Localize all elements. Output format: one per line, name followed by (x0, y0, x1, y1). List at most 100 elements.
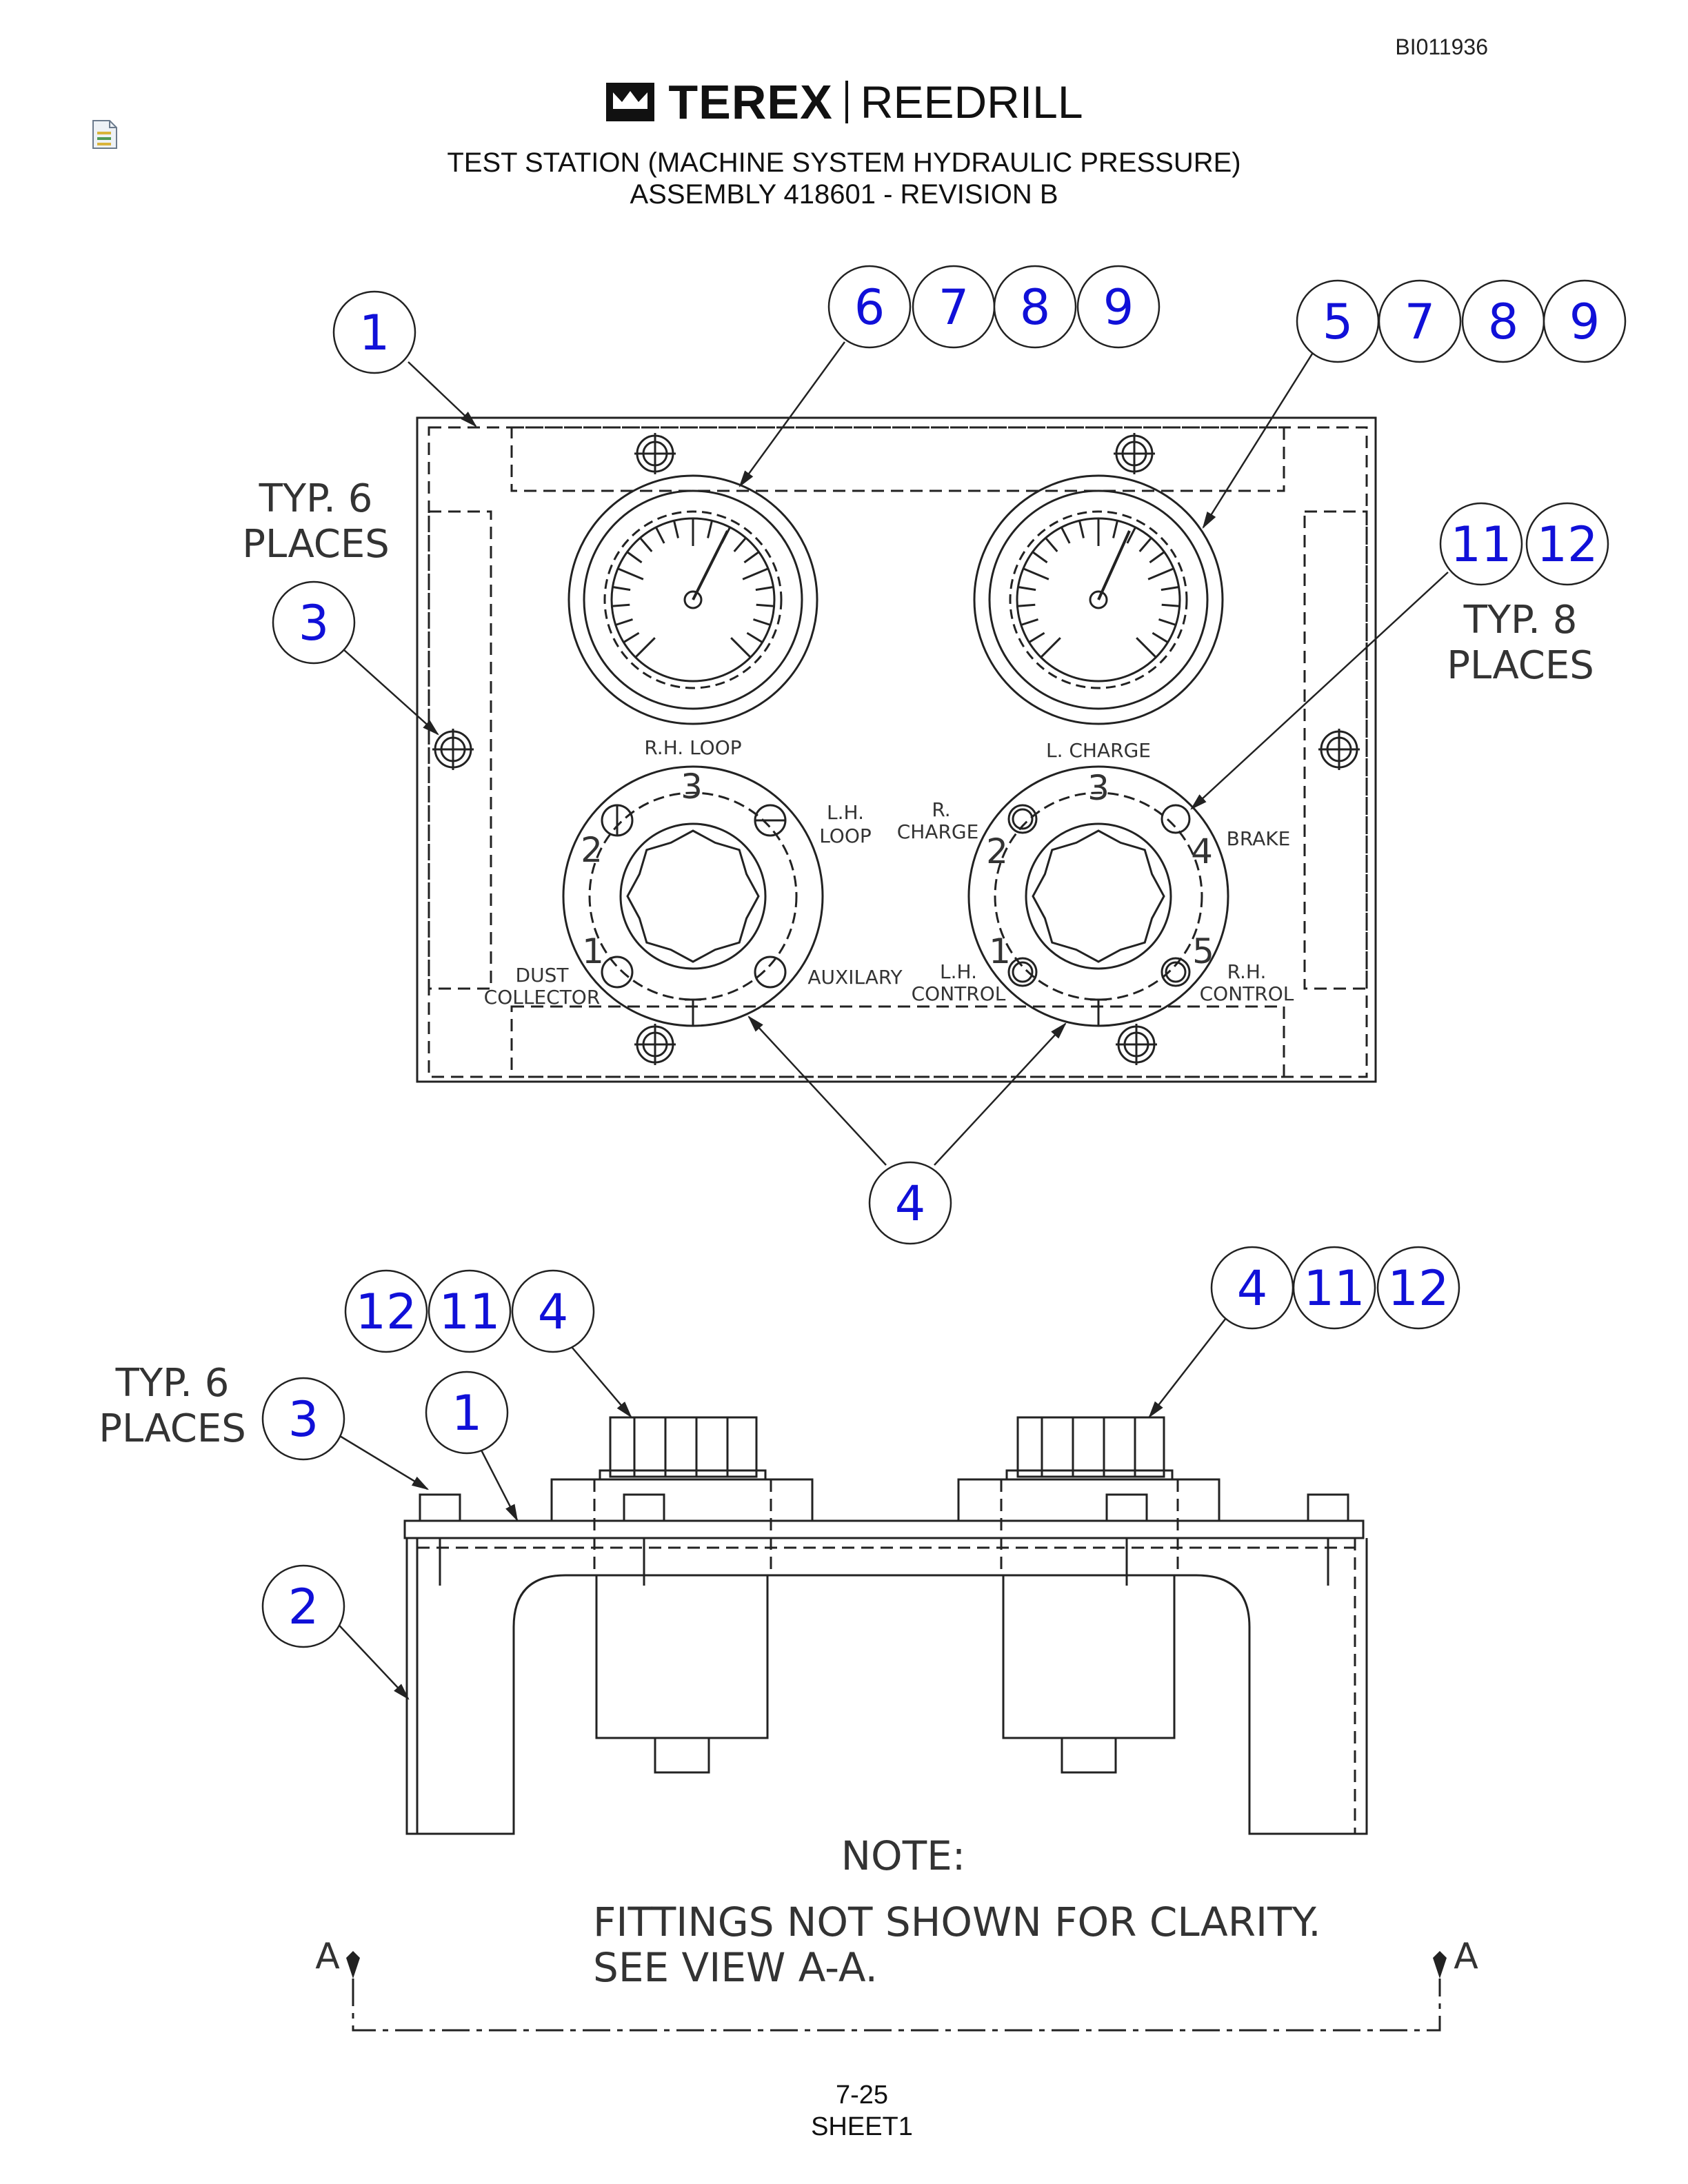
svg-text:7: 7 (1405, 294, 1436, 350)
gauge-tick (755, 586, 774, 592)
typ-note-line1: TYP. 6 (115, 1361, 230, 1406)
gauge-tick (733, 537, 747, 552)
selector-valve-left-icon[interactable] (562, 765, 824, 1027)
typ-note-line2: PLACES (242, 522, 390, 567)
gauge-tick (1040, 637, 1061, 658)
gauge-tick (1023, 567, 1049, 580)
right-bracket-hidden (1303, 510, 1368, 990)
balloon-item-2[interactable]: 2 (261, 1564, 345, 1648)
port-label: L.H. (827, 801, 864, 824)
note-line: FITTINGS NOT SHOWN FOR CLARITY. (593, 1899, 1321, 1945)
position-number: 2 (581, 830, 603, 870)
balloon-item-3[interactable]: 3 (272, 580, 356, 665)
balloon-item-9[interactable]: 9 (1543, 279, 1627, 363)
top-bracket-hidden (510, 426, 1285, 492)
left-bracket-hidden (428, 510, 492, 990)
section-label: A (1454, 1936, 1478, 1977)
port-label: R. (932, 798, 950, 821)
port-label: BRAKE (1227, 827, 1291, 850)
port-label: CONTROL (912, 982, 1006, 1005)
port-label: L.H. (940, 960, 977, 983)
page-number: 7-25 (835, 2081, 889, 2110)
svg-text:5: 5 (1323, 294, 1354, 350)
svg-text:9: 9 (1569, 294, 1600, 350)
gauge-tick (1032, 551, 1048, 564)
gauge-tick (1158, 618, 1176, 626)
svg-text:8: 8 (1488, 294, 1519, 350)
gauge-tick (1149, 551, 1165, 564)
svg-text:3: 3 (299, 595, 330, 651)
balloon-item-11[interactable]: 11 (1292, 1246, 1376, 1330)
balloon-item-8[interactable]: 8 (993, 265, 1077, 349)
position-number: 2 (986, 831, 1008, 871)
brand-name-left: TEREX (668, 75, 833, 129)
svg-text:4: 4 (538, 1284, 569, 1340)
svg-text:6: 6 (854, 279, 885, 336)
hex-knob-right (1016, 1416, 1165, 1478)
svg-text:4: 4 (895, 1175, 926, 1232)
port-label: L. CHARGE (1046, 739, 1151, 762)
side-screw (419, 1493, 1349, 1586)
balloon-item-6[interactable]: 6 (827, 265, 912, 349)
gauge-tick (1147, 567, 1174, 580)
brand-separator (845, 81, 848, 123)
document-icon[interactable] (91, 119, 119, 154)
balloon-item-12[interactable]: 12 (344, 1269, 428, 1353)
note-title: NOTE: (841, 1832, 966, 1879)
panel-screw-icon (1112, 432, 1156, 476)
port-label: DUST (516, 964, 570, 987)
panel-screw-icon (633, 1022, 677, 1066)
side-view (330, 1317, 1441, 2032)
balloon-item-8[interactable]: 8 (1461, 279, 1545, 363)
balloon-item-4[interactable]: 4 (511, 1269, 595, 1353)
gauge-tick (617, 567, 644, 580)
typ-note-line1: TYP. 8 (1463, 598, 1578, 643)
gauge-tick (639, 537, 653, 552)
gauge-tick (746, 631, 763, 643)
svg-text:12: 12 (1387, 1260, 1449, 1317)
selector-valve-right-icon[interactable] (967, 765, 1229, 1027)
panel-screw-icon (1114, 1022, 1158, 1066)
balloon-item-1[interactable]: 1 (425, 1371, 509, 1455)
balloon-item-5[interactable]: 5 (1296, 279, 1380, 363)
gauge-tick (612, 586, 631, 592)
port-label: R.H. LOOP (644, 736, 741, 759)
position-number: 1 (582, 931, 604, 971)
gauge-tick (742, 567, 769, 580)
port-label: AUXILARY (807, 966, 903, 989)
balloon-item-4[interactable]: 4 (868, 1161, 952, 1245)
typ-note-line2: PLACES (1447, 643, 1594, 688)
hex-knob-left (609, 1416, 758, 1478)
top-view (343, 341, 1449, 1166)
balloon-item-4[interactable]: 4 (1210, 1246, 1294, 1330)
port-label: CHARGE (897, 820, 979, 843)
balloon-item-12[interactable]: 12 (1376, 1246, 1460, 1330)
balloon-item-7[interactable]: 7 (1378, 279, 1462, 363)
svg-text:1: 1 (452, 1385, 483, 1442)
frame-side (405, 1538, 1368, 1835)
gauge-tick (753, 618, 771, 626)
balloon-item-3[interactable]: 3 (261, 1377, 345, 1461)
port-label: CONTROL (1200, 982, 1294, 1005)
balloon-item-11[interactable]: 11 (428, 1269, 512, 1353)
svg-text:9: 9 (1103, 279, 1134, 336)
gauge-tick (1136, 637, 1157, 658)
balloon-item-12[interactable]: 12 (1525, 502, 1609, 586)
typ-note-line2: PLACES (99, 1406, 246, 1451)
gauge-tick (1028, 631, 1045, 643)
position-number: 3 (1087, 768, 1109, 808)
gauge-tick (623, 631, 640, 643)
balloon-item-11[interactable]: 11 (1439, 502, 1523, 586)
gauge-tick (707, 520, 713, 538)
pressure-gauge-right-icon (973, 474, 1224, 725)
balloon-item-7[interactable]: 7 (912, 265, 996, 349)
svg-text:1: 1 (359, 305, 390, 361)
gauge-tick (743, 551, 760, 564)
balloon-item-1[interactable]: 1 (332, 290, 416, 374)
position-number: 3 (681, 767, 703, 807)
bottom-bracket-hidden (510, 1005, 1285, 1078)
brand-logo: TEREX REEDRILL (0, 74, 1688, 130)
balloon-item-9[interactable]: 9 (1076, 265, 1160, 349)
gauge-tick (730, 637, 752, 658)
